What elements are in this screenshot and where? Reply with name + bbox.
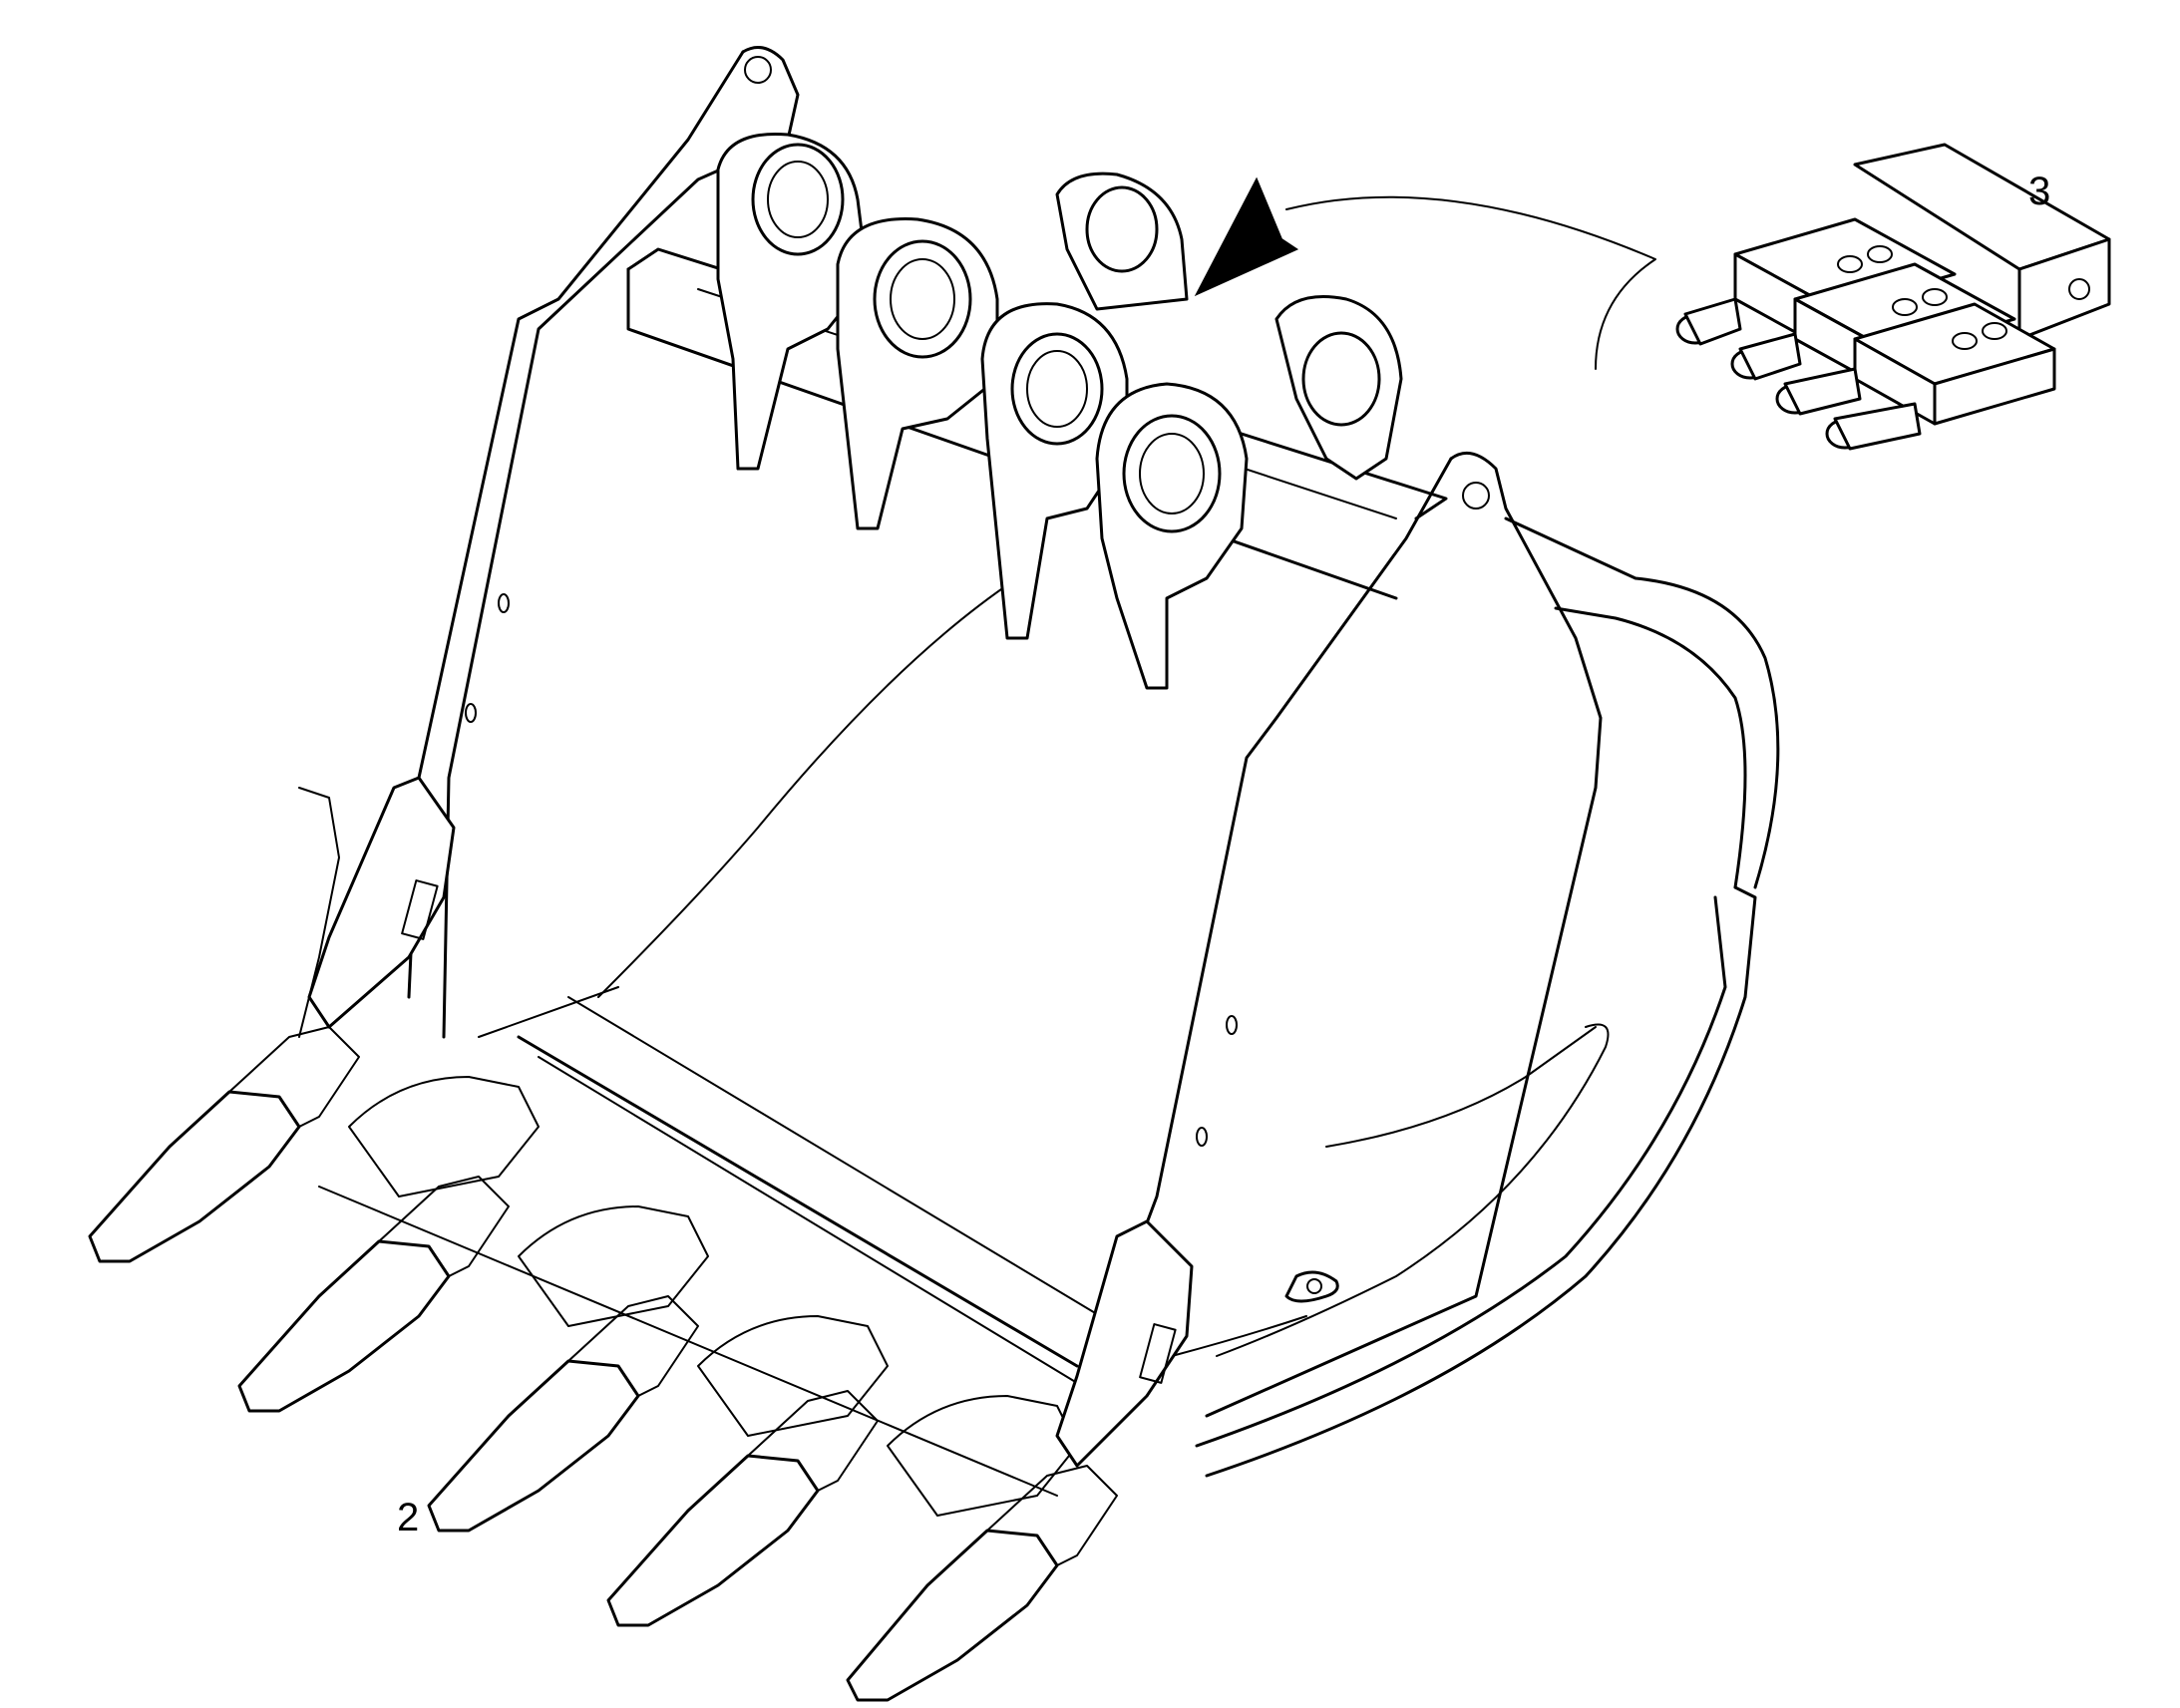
- callout-arrow: [1194, 176, 1656, 370]
- callout-3: 3: [2028, 170, 2050, 213]
- left-side-cutter: [307, 776, 456, 1029]
- pin-boss-front-right: [1095, 382, 1249, 690]
- bucket-teeth: [88, 787, 1118, 1702]
- tooth-2: [237, 1176, 510, 1413]
- pin-boss-mid-left: [836, 217, 999, 530]
- hydraulic-fittings: [1675, 297, 1922, 451]
- tooth-1: [88, 787, 360, 1263]
- pin-boss-rear: [1055, 171, 1189, 311]
- valve-block-assembly: [1675, 143, 2111, 451]
- tooth-3: [427, 1295, 699, 1533]
- right-side-cutter: [1055, 1219, 1194, 1468]
- tooth-5: [846, 1465, 1118, 1702]
- pin-boss-center: [980, 302, 1129, 640]
- pin-boss-right-rear: [1274, 295, 1403, 481]
- tooth-4: [606, 1390, 879, 1627]
- callout-2: 2: [397, 1496, 419, 1539]
- pin-boss-left: [716, 132, 870, 471]
- bucket-shell: [478, 516, 1780, 1478]
